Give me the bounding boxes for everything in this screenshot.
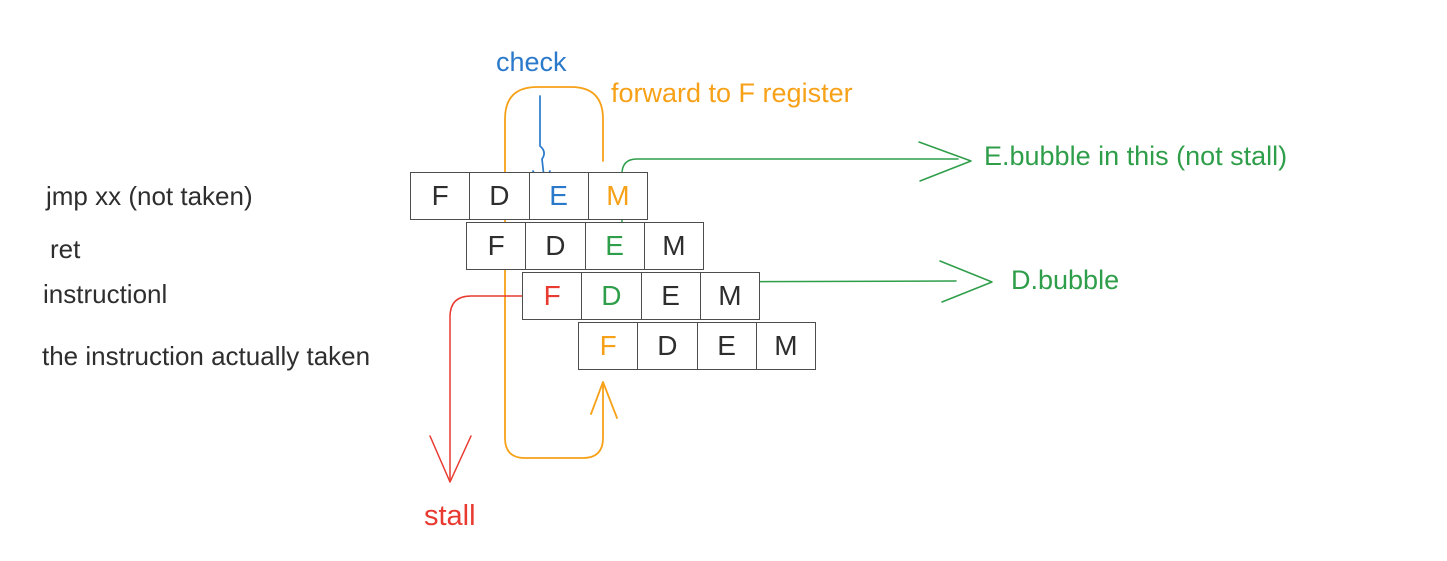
annotation-e-bubble: E.bubble in this (not stall) — [984, 141, 1288, 171]
annotation-stall: stall — [424, 500, 476, 532]
stage-cell-f: F — [579, 323, 639, 369]
pipeline-row-ret: F D E M — [466, 222, 704, 270]
stage-cell-e: E — [586, 223, 645, 269]
stall-arrow — [429, 295, 534, 483]
stage-cell-d: D — [526, 223, 586, 269]
row-label-instructionl: instructionl — [43, 279, 168, 309]
stage-cell-e: E — [698, 323, 757, 369]
stage-cell-m: M — [606, 180, 630, 211]
annotation-forward: forward to F register — [611, 78, 853, 108]
pipeline-row-jmp: F D E M — [410, 172, 648, 220]
stage-cell-f: F — [411, 173, 471, 219]
row-label-taken: the instruction actually taken — [42, 341, 371, 371]
stage-cell-e: E — [642, 273, 701, 319]
row-label-ret: ret — [50, 234, 81, 264]
stage-cell-m: M — [718, 280, 742, 311]
stage-cell-d: D — [638, 323, 698, 369]
pipeline-row-taken: F D E M — [578, 322, 816, 370]
stage-cell-d: D — [582, 273, 642, 319]
row-label-jmp: jmp xx (not taken) — [46, 181, 253, 211]
annotation-d-bubble: D.bubble — [1011, 265, 1120, 295]
stage-cell-d: D — [470, 173, 530, 219]
stage-cell-m: M — [662, 230, 686, 261]
stage-cell-m: M — [774, 330, 798, 361]
stage-cell-f: F — [467, 223, 527, 269]
pipeline-row-instructionl: F D E M — [522, 272, 760, 320]
stage-cell-e: E — [530, 173, 589, 219]
e-bubble-arrow — [621, 141, 972, 234]
annotation-check: check — [496, 47, 567, 77]
stage-cell-f: F — [523, 273, 583, 319]
